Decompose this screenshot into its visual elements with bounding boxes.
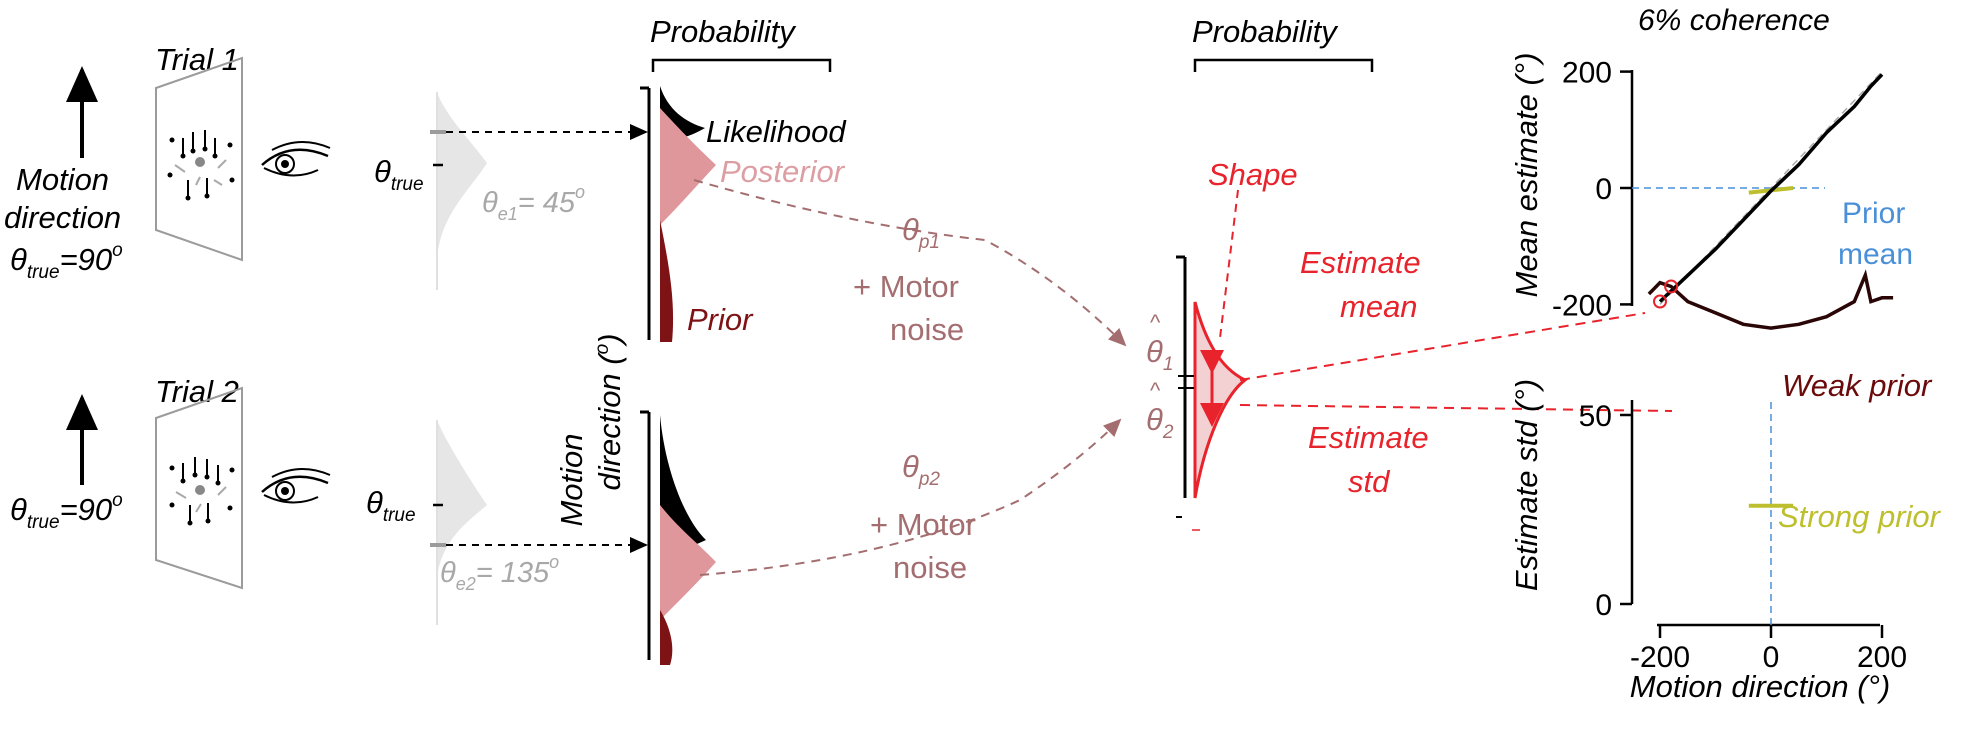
prior-curve-1 <box>660 220 674 342</box>
strong-prior-label: Strong prior <box>1778 499 1942 534</box>
y-tick-label: 50 <box>1579 400 1612 433</box>
shape-label: Shape <box>1208 157 1298 192</box>
theta-e1-label: θe1= 45o <box>482 182 585 224</box>
probability-bracket-1 <box>651 58 832 72</box>
mean-link-line <box>1239 312 1646 381</box>
motion-label-line2: direction <box>4 200 121 235</box>
x-axis-label-std: Motion direction (°) <box>1630 669 1891 704</box>
measurement-distribution-1 <box>437 92 487 290</box>
estimate-panel: Probability θ1 ^ θ2 ^ Shape Estimate mea… <box>1146 14 1673 531</box>
prior-mean-label-2: mean <box>1838 238 1913 271</box>
y-tick-label: -200 <box>1552 289 1612 322</box>
std-plot-area <box>1647 269 1894 625</box>
weak-prior-label: Weak prior <box>1782 368 1933 403</box>
y-axis-label-std: Estimate std (°) <box>1509 379 1544 591</box>
posterior-label-1: Posterior <box>720 154 846 189</box>
probability-label-2: Probability <box>1192 14 1339 49</box>
probability-bracket-2 <box>1193 58 1374 72</box>
y-tick-label: 200 <box>1562 57 1612 90</box>
theta-p2-label: θp2 <box>902 449 940 490</box>
y-ticks-mean: 200 0 -200 <box>1552 57 1632 322</box>
x-tick-label: 0 <box>1763 641 1780 674</box>
theta-p1-label: θp1 <box>902 212 940 253</box>
axis-label-direction: direction (o) <box>592 333 627 490</box>
motor-line-1b: noise <box>890 312 964 347</box>
prior-mean-label-1: Prior <box>1842 197 1905 230</box>
mean-plot-area <box>1632 71 1884 309</box>
motor-arrow-2 <box>699 418 1122 576</box>
mean-estimate-line <box>1658 73 1884 303</box>
mean-highlight-point <box>1653 294 1667 309</box>
motor-line-2a: + Motor <box>870 507 976 542</box>
posterior-curve-2 <box>660 505 716 620</box>
hat-2: ^ <box>1150 378 1161 403</box>
weak-prior-line <box>1647 269 1894 330</box>
mean-estimate-chart: 6% coherence Mean estimate (°) 2000-200 … <box>1509 4 1913 322</box>
probability-label-1: Probability <box>650 14 797 49</box>
x-tick-label: 200 <box>1857 641 1907 674</box>
posterior-curve-1 <box>660 108 716 225</box>
prior-label-1: Prior <box>687 302 754 337</box>
dot-motion-stimulus-1 <box>167 130 235 201</box>
ticks-std: 50 0 -200 0 200 <box>1579 400 1907 674</box>
eye-icon <box>261 468 331 504</box>
estimate-std-line1: Estimate <box>1308 420 1429 455</box>
likelihood-label-1: Likelihood <box>706 114 847 149</box>
motion-label-line1: Motion <box>16 162 109 197</box>
theta-e2-label: θe2= 135o <box>440 552 559 594</box>
motor-line-1a: + Motor <box>853 269 959 304</box>
theta-true-label-2: θtrue=90o <box>10 490 123 533</box>
trial-2-panel: Trial 2 θtrue=90o <box>10 374 331 590</box>
theta-true-sensory-2: θtrue <box>366 485 416 526</box>
motor-line-2b: noise <box>893 550 967 585</box>
trial-1-title: Trial 1 <box>155 42 239 77</box>
screen-shape-2 <box>155 386 243 590</box>
theta-hat-1: θ1 <box>1146 334 1173 375</box>
motor-arrow-1 <box>693 179 1127 347</box>
screen-shape-1 <box>155 56 243 262</box>
dot-motion-stimulus-2 <box>169 457 235 526</box>
y-tick-label: 0 <box>1595 173 1612 206</box>
theta-true-label-1: θtrue=90o <box>10 240 123 283</box>
y-tick-label: 0 <box>1595 589 1612 622</box>
y-axis-label-mean: Mean estimate (°) <box>1509 53 1544 298</box>
prior-curve-2 <box>660 610 673 665</box>
motor-noise-panel: θp1 + Motor noise θp2 + Motor noise <box>693 179 1127 585</box>
theta-hat-2: θ2 <box>1146 402 1174 443</box>
theta-true-sensory-1: θtrue <box>374 154 424 195</box>
x-tick-label: -200 <box>1630 641 1690 674</box>
estimate-mean-line2: mean <box>1340 289 1418 324</box>
std-link-line <box>1239 404 1673 412</box>
bayesian-panel: Probability Likelihood Posterior Prior M… <box>554 14 847 665</box>
hat-1: ^ <box>1150 310 1161 335</box>
trial-1-panel: Trial 1 Motion direction θtrue=90o <box>4 42 331 283</box>
chart-title: 6% coherence <box>1638 4 1830 37</box>
estimate-mean-line1: Estimate <box>1300 245 1421 280</box>
estimate-std-line2: std <box>1348 464 1391 499</box>
axis-label-motion: Motion <box>554 433 589 526</box>
sensory-measurement-panel: θtrue θe1= 45o θtrue θe2= 135o <box>366 92 648 625</box>
measurement-distribution-2 <box>437 420 487 620</box>
shape-pointer <box>1219 189 1239 339</box>
std-highlight-point <box>1664 279 1679 294</box>
eye-icon <box>261 141 331 177</box>
